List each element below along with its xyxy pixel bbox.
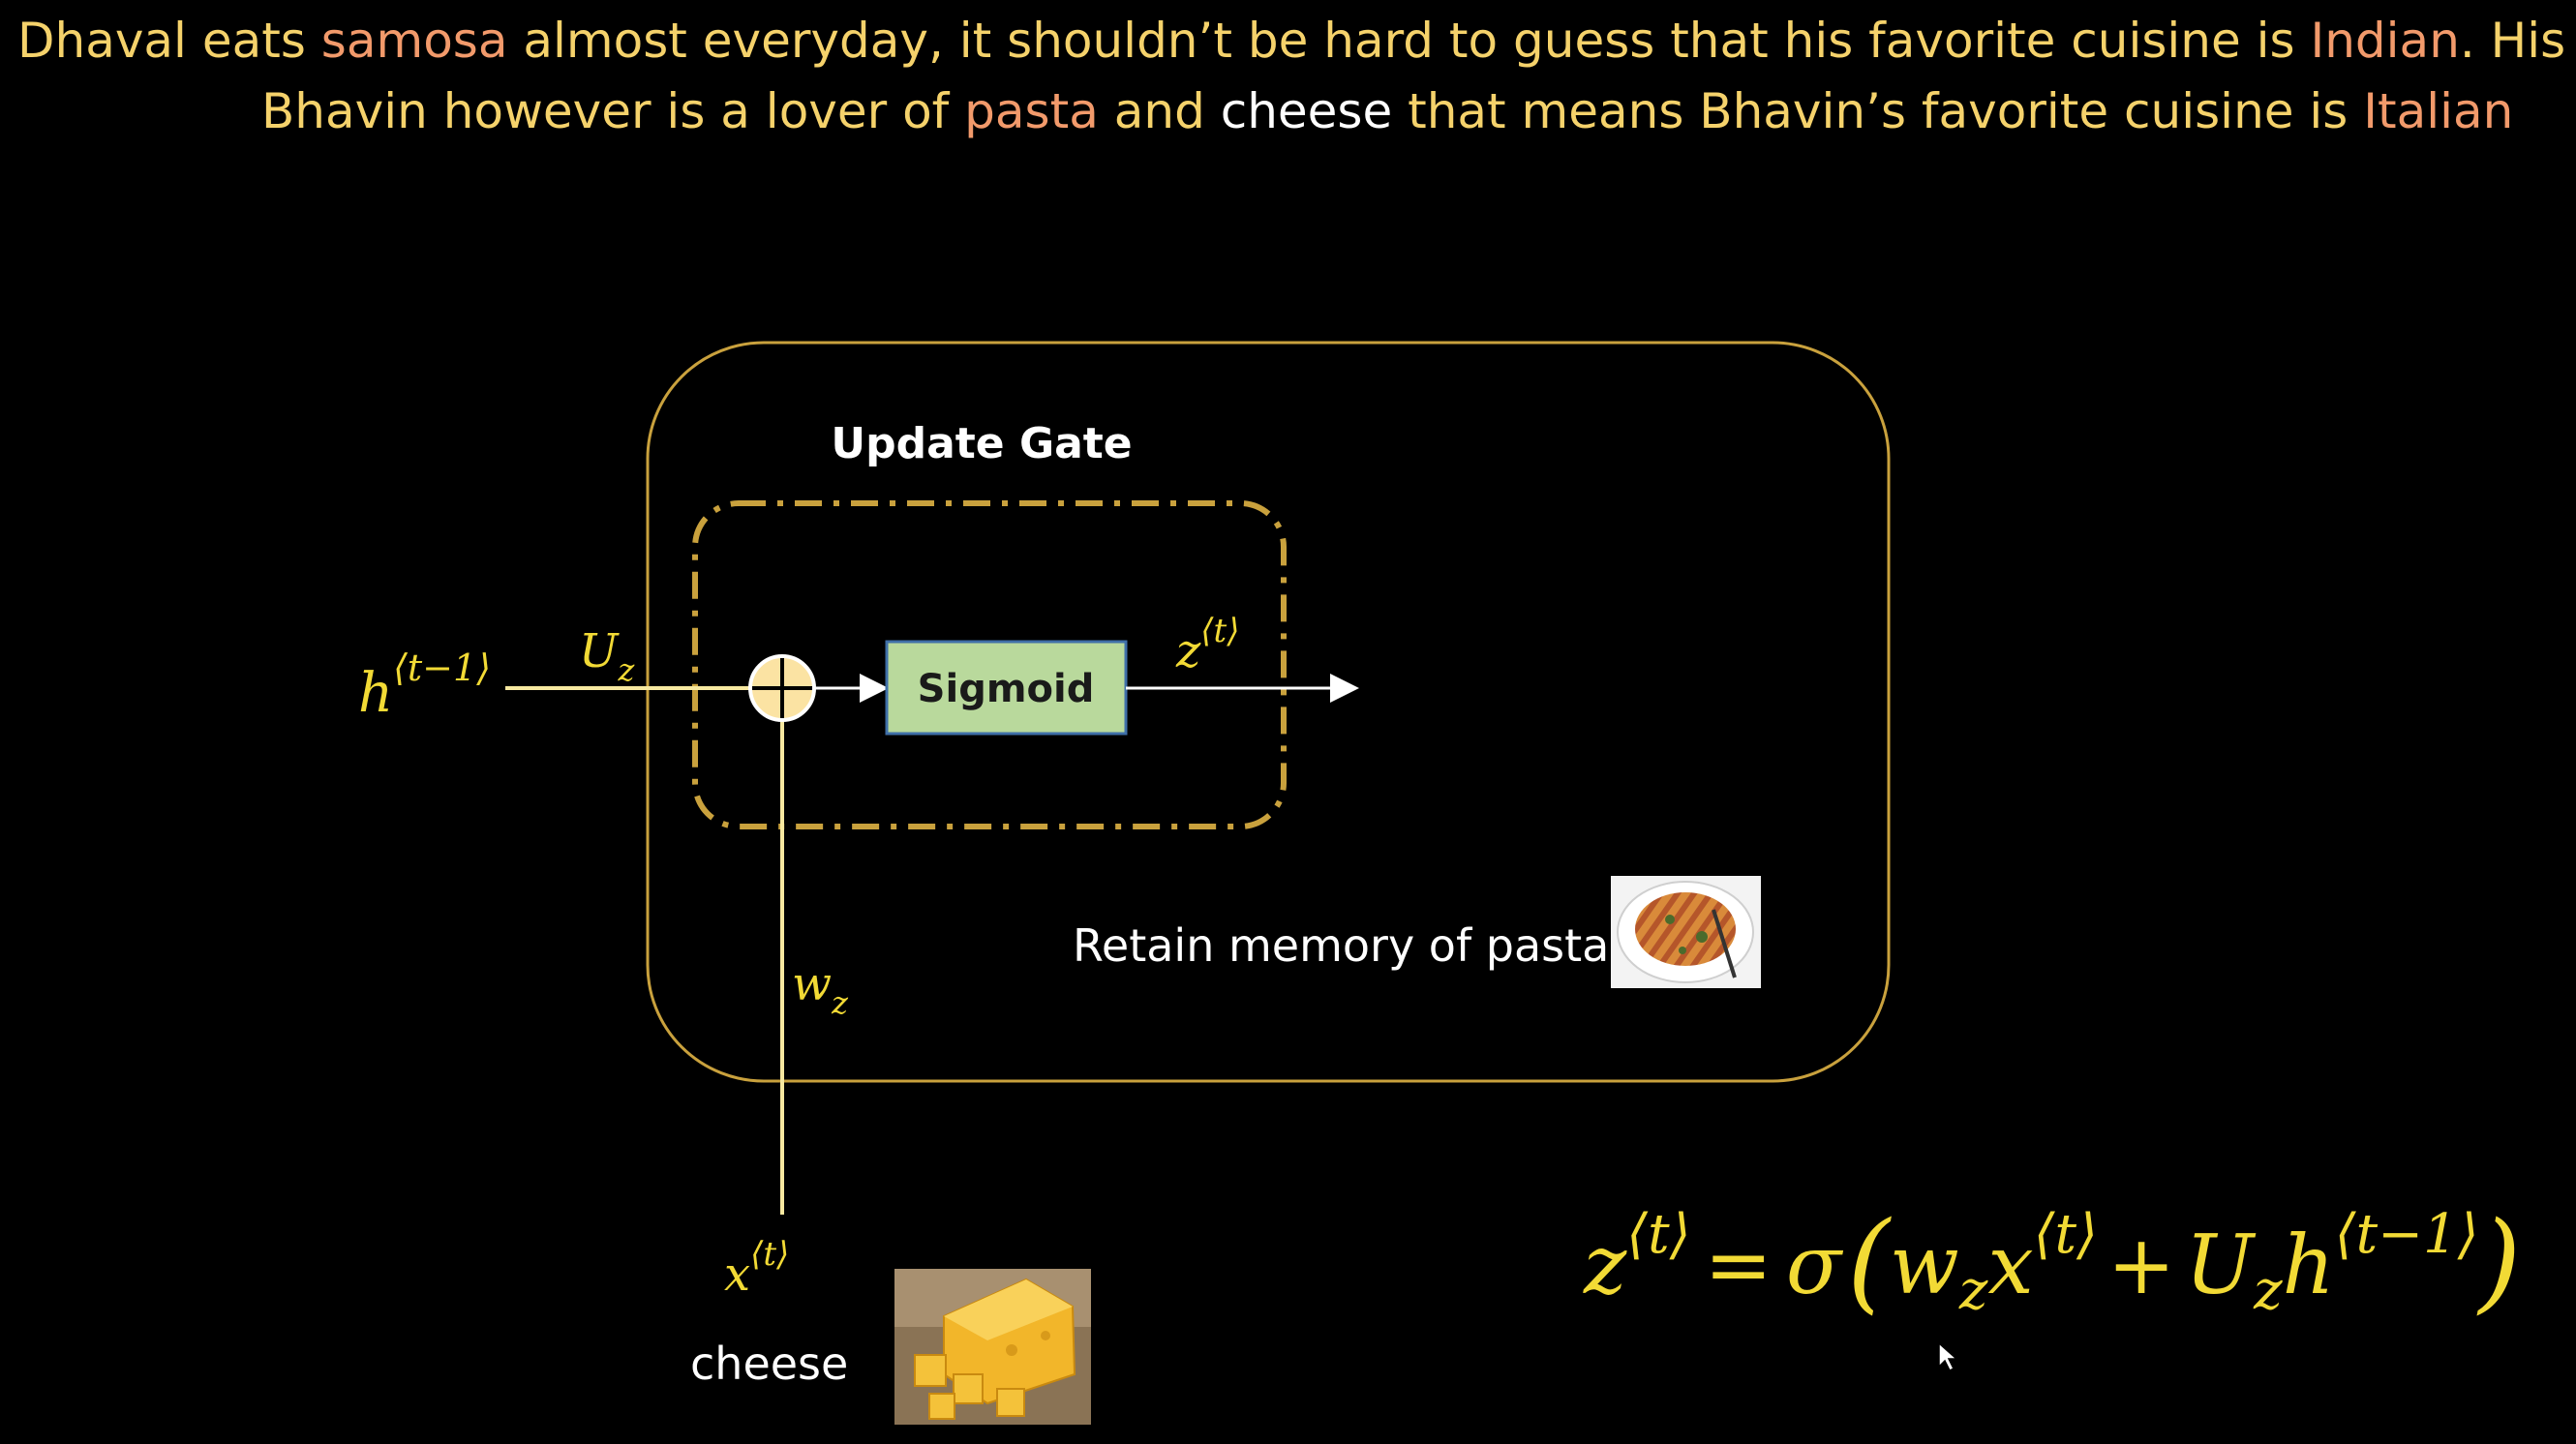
cheese-image (894, 1269, 1091, 1425)
line2-segment: Italian (2363, 83, 2514, 139)
sigmoid-label: Sigmoid (918, 667, 1095, 711)
line2-segment: pasta (964, 83, 1099, 139)
z-output-label: z⟨t⟩ (1175, 612, 1240, 678)
h-prev-label: h⟨t−1⟩ (358, 647, 491, 725)
gate-container (646, 341, 1891, 1083)
pasta-image (1611, 876, 1761, 988)
line1-segment: samosa (320, 13, 508, 69)
u-z-label: Uz (579, 624, 635, 688)
gate-inner-box (692, 500, 1287, 829)
equation: z⟨t⟩=σ(wzx⟨t⟩+Uzh⟨t−1⟩) (1583, 1199, 2521, 1325)
line1-segment: Dhaval eats (17, 13, 321, 69)
line1-segment: almost everyday, it shouldn’t be hard to… (507, 13, 2311, 69)
cheese-text: cheese (690, 1338, 848, 1390)
retain-memory-text: Retain memory of pasta (1073, 919, 1609, 972)
line2-segment: Bhavin however is a lover of (261, 83, 965, 139)
header-line-2: Bhavin however is a lover of pasta and c… (261, 87, 2513, 135)
line2-segment: that means Bhavin’s favorite cuisine is (1392, 83, 2364, 139)
line1-segment: Indian (2310, 13, 2460, 69)
x-input-label: x⟨t⟩ (724, 1235, 789, 1302)
w-z-label: wz (792, 957, 849, 1021)
sum-node (748, 654, 816, 722)
gate-title: Update Gate (831, 419, 1132, 468)
header-line-1: Dhaval eats samosa almost everyday, it s… (17, 16, 2576, 65)
line2-segment: and (1098, 83, 1221, 139)
line1-segment: . His bro (2459, 13, 2576, 69)
line2-segment: cheese (1220, 83, 1393, 139)
mouse-cursor-icon (1938, 1341, 1958, 1372)
